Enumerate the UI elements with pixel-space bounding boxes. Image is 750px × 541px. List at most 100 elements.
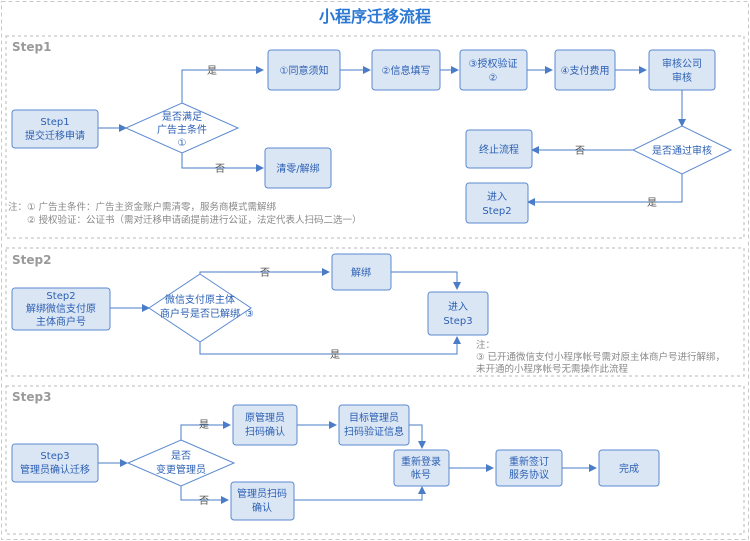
unbind-box [331, 253, 392, 291]
resign-line1: 重新签订 [509, 455, 549, 468]
terminate-label: 终止流程 [479, 143, 519, 156]
step1-start-box [11, 109, 99, 149]
step1-label: Step1 [12, 40, 51, 54]
step2-edges [110, 268, 461, 355]
resign-box [495, 449, 563, 487]
auth-box [459, 49, 528, 91]
step1-yes2-label: 是 [647, 197, 657, 209]
step1-decision-line3: ① [178, 138, 187, 149]
step3-resign-node: 重新签订 服务协议 [495, 449, 563, 487]
clear-box [264, 147, 332, 189]
step3-target-admin-node: 目标管理员 扫码验证信息 [338, 404, 410, 446]
step1-decision-line2: 广告主条件 [157, 123, 207, 136]
audit-decision-label: 是否通过审核 [652, 144, 712, 157]
step2-decision-diamond [148, 273, 252, 343]
audit-box [648, 49, 716, 91]
step2-start-line3: 主体商户号 [36, 315, 86, 328]
step2-next-node: 进入 Step3 [427, 291, 489, 336]
step3-section [5, 385, 745, 535]
step1-start-line1: Step1 [40, 117, 69, 128]
step3-relogin-node: 重新登录 帐号 [393, 449, 450, 487]
done-box [598, 449, 660, 487]
step2-decision: 微信支付原主体 商户号是否已解绑 ③ [148, 273, 254, 343]
step2-note1: ③ 已开通微信支付小程序帐号需对原主体商户号进行解绑， [476, 351, 725, 363]
audit-line1: 审核公司 [662, 57, 702, 70]
step1-start-node: Step1 提交迁移申请 [11, 109, 99, 149]
step3-decision: 是否 变更管理员 [126, 439, 236, 487]
step1-yes-label: 是 [207, 65, 217, 77]
step3-label: Step3 [12, 390, 51, 404]
target-admin-line1: 目标管理员 [349, 411, 399, 424]
step1-auth-node: ③授权验证 ② [459, 49, 528, 91]
step1-decision-line1: 是否满足 [162, 111, 202, 123]
agree-box [267, 49, 341, 91]
step1-start-line2: 提交迁移申请 [25, 129, 85, 142]
orig-admin-line1: 原管理员 [245, 411, 285, 424]
step1-next-node: 进入 Step2 [465, 182, 529, 224]
resign-line2: 服务协议 [509, 468, 549, 481]
next-step3-line2: Step3 [443, 316, 472, 327]
orig-admin-line2: 扫码确认 [245, 425, 285, 438]
step2-decision-line2: 商户号是否已解绑 [160, 307, 240, 320]
step2-yes-label: 是 [330, 349, 340, 361]
next-step2-line1: 进入 [487, 191, 507, 203]
step1-edges [98, 66, 686, 206]
step3-decision-line1: 是否 [171, 450, 191, 462]
step1-info-node: ②信息填写 [371, 49, 441, 91]
step2-unbind-node: 解绑 [331, 253, 392, 291]
step3-start-node: Step3 管理员确认迁移 [11, 443, 99, 483]
page-title: 小程序迁移流程 [319, 7, 431, 26]
step2-decision-mark: ③ [245, 309, 254, 320]
step3-yes-label: 是 [199, 419, 209, 431]
step3-start-line1: Step3 [40, 451, 69, 462]
auth-line2: ② [489, 73, 498, 84]
step2-note2: 未开通的小程序帐号无需操作此流程 [476, 363, 629, 375]
step1-note-prefix: 注： [8, 201, 27, 213]
step2-no-label: 否 [260, 267, 270, 279]
step1-decision-diamond [124, 102, 240, 154]
step1-no2-label: 否 [575, 145, 585, 157]
next-step2-line2: Step2 [482, 206, 511, 217]
step1-decision: 是否满足 广告主条件 ① [124, 102, 240, 154]
step1-note1: ① 广告主条件：广告主资金账户需清零，服务商模式需解绑 [27, 201, 277, 213]
step1-no-label: 否 [215, 163, 225, 175]
step1-note2: ② 授权验证：公证书（需对迁移申请函提前进行公证，法定代表人扫码二选一） [27, 214, 362, 226]
info-box [371, 49, 441, 91]
next-step3-box [427, 291, 489, 336]
step2-section [5, 247, 745, 377]
step2-start-node: Step2 解绑微信支付原 主体商户号 [11, 287, 111, 331]
step3-start-line2: 管理员确认迁移 [20, 463, 90, 476]
step2-label: Step2 [12, 253, 51, 267]
target-admin-line2: 扫码验证信息 [344, 425, 404, 438]
step3-no-label: 否 [199, 495, 209, 507]
step1-audit-node: 审核公司 审核 [648, 49, 716, 91]
terminate-box [465, 129, 533, 169]
clear-label: 清零/解绑 [276, 162, 319, 175]
audit-line2: 审核 [672, 71, 692, 84]
step1-section [5, 35, 745, 239]
admin-scan-line1: 管理员扫码 [237, 487, 287, 500]
step1-notes: 注： ① 广告主条件：广告主资金账户需清零，服务商模式需解绑 ② 授权验证：公证… [8, 201, 362, 226]
step3-done-node: 完成 [598, 449, 660, 487]
target-admin-box [338, 404, 410, 446]
relogin-line2: 帐号 [411, 468, 431, 481]
agree-label: ①同意须知 [280, 64, 329, 77]
step1-audit-decision: 是否通过审核 [631, 125, 733, 175]
pay-box [554, 49, 616, 91]
audit-decision-diamond [631, 125, 733, 175]
info-label: ②信息填写 [382, 64, 431, 77]
step3-admin-scan-node: 管理员扫码 确认 [230, 481, 295, 521]
step2-start-line1: Step2 [46, 291, 75, 302]
step2-start-box [11, 287, 111, 331]
unbind-label: 解绑 [351, 266, 371, 279]
orig-admin-box [232, 404, 298, 446]
step2-start-line2: 解绑微信支付原 [26, 302, 96, 315]
step3-orig-admin-node: 原管理员 扫码确认 [232, 404, 298, 446]
auth-line1: ③授权验证 [469, 57, 518, 70]
admin-scan-line2: 确认 [252, 501, 272, 514]
step2-decision-line1: 微信支付原主体 [165, 293, 235, 306]
step1-terminate-node: 终止流程 [465, 129, 533, 169]
next-step3-line1: 进入 [448, 301, 468, 313]
